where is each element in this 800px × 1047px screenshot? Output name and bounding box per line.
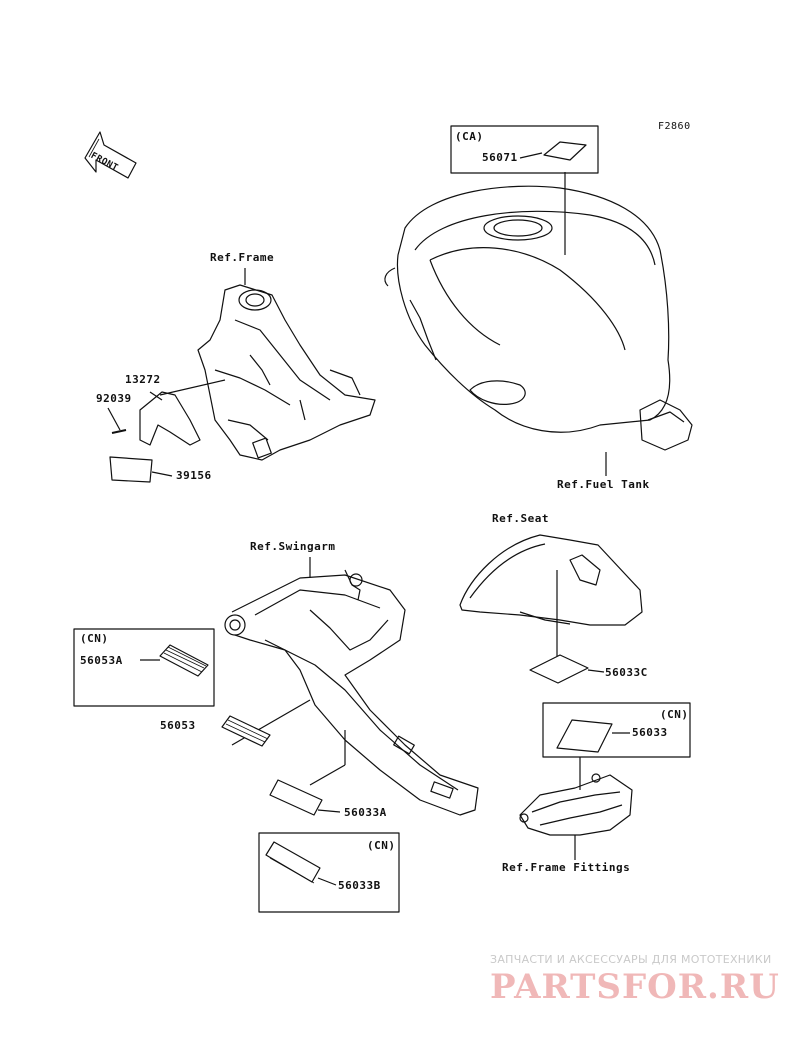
leader-56033A <box>309 764 346 786</box>
bracket-13272 <box>139 379 226 446</box>
ref-frame-fittings-label: Ref.Frame Fittings <box>502 861 631 874</box>
leader-56033C <box>587 669 605 673</box>
sticker-56033 <box>556 719 613 753</box>
part-number-56033A: 56033A <box>344 806 387 819</box>
sticker-56033B <box>265 841 321 884</box>
leader-39156 <box>151 471 173 477</box>
sticker-56053A <box>159 644 209 677</box>
part-number-56053A: 56053A <box>80 654 123 667</box>
part-number-13272: 13272 <box>125 373 161 386</box>
sticker-56053 <box>221 715 271 747</box>
region-tag-cn-56033: (CN) <box>660 708 689 721</box>
sticker-39156 <box>109 456 153 483</box>
part-number-56033C: 56033C <box>605 666 648 679</box>
front-arrow-icon <box>84 131 137 179</box>
sticker-56033A <box>269 779 323 816</box>
leader-13272 <box>149 391 163 401</box>
region-tag-cn-56033B: (CN) <box>367 839 396 852</box>
seat-drawing <box>459 534 643 626</box>
sticker-56033C <box>529 654 589 684</box>
box-56033 <box>542 702 691 758</box>
watermark-subtitle: ЗАПЧАСТИ И АКСЕССУАРЫ ДЛЯ МОТОТЕХНИКИ <box>490 953 772 966</box>
watermark-logo: PARTSFOR.RU <box>490 967 780 1007</box>
frame-drawing <box>197 268 376 461</box>
box-56053A <box>73 628 215 707</box>
screw-92039 <box>111 429 127 434</box>
ref-seat-label: Ref.Seat <box>492 512 549 525</box>
part-number-39156: 39156 <box>176 469 212 482</box>
part-number-56033B: 56033B <box>338 879 381 892</box>
region-tag-cn-56053A: (CN) <box>80 632 109 645</box>
ref-frame-label: Ref.Frame <box>210 251 275 264</box>
part-number-56053: 56053 <box>160 719 196 732</box>
figure-code: F2860 <box>658 121 691 132</box>
swingarm-drawing <box>224 557 479 816</box>
ref-swingarm-label: Ref.Swingarm <box>250 540 336 553</box>
region-tag-ca: (CA) <box>455 130 484 143</box>
part-number-92039: 92039 <box>96 392 132 405</box>
sticker-56071 <box>543 141 587 161</box>
box-56071 <box>450 125 599 174</box>
part-number-56033: 56033 <box>632 726 668 739</box>
ref-fuel-tank-label: Ref.Fuel Tank <box>557 478 650 491</box>
fuel-tank-drawing <box>384 185 693 451</box>
part-number-56071: 56071 <box>482 151 518 164</box>
box-56033B <box>258 832 400 913</box>
frame-fittings-drawing <box>519 773 633 836</box>
leader-92039 <box>107 407 121 431</box>
